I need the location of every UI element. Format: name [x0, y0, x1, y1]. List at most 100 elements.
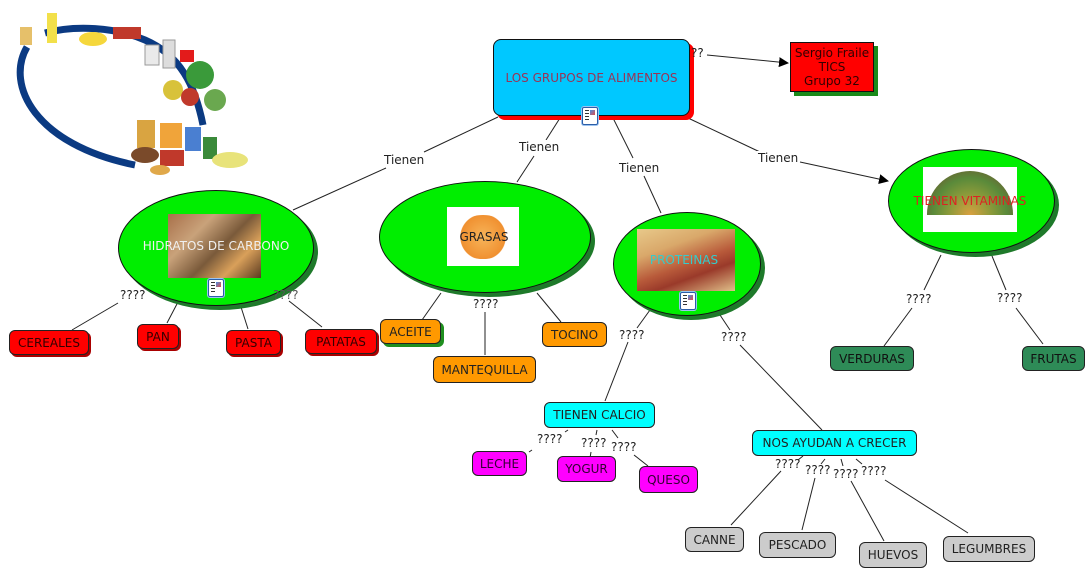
connector-line	[855, 458, 863, 465]
link-root-hidratos-a	[423, 116, 499, 153]
link-label-unknown: ????	[833, 467, 859, 481]
food-item	[212, 152, 248, 168]
link-label-unknown: ????	[805, 463, 831, 477]
connector-line	[528, 449, 533, 453]
concept-vitaminas-label: TIENEN VITAMINAS	[913, 194, 1027, 208]
item-canne[interactable]: CANNE	[685, 527, 744, 552]
item-pasta[interactable]: PASTA	[226, 330, 281, 355]
connector-line	[717, 311, 731, 331]
connector-line	[923, 254, 942, 291]
link-label-tienen: Tienen	[518, 140, 561, 154]
subconcept-calcio[interactable]: TIENEN CALCIO	[544, 402, 655, 428]
connector-line	[850, 480, 885, 542]
food-item	[47, 13, 57, 43]
connector-line	[595, 429, 598, 436]
food-item	[160, 123, 182, 148]
food-item	[113, 27, 141, 39]
connector-line	[801, 477, 816, 531]
connector-line	[604, 341, 629, 402]
vitamins-image	[923, 167, 1017, 232]
food-item	[186, 61, 214, 89]
link-label-unknown: ????	[120, 288, 146, 302]
carbs-image	[168, 214, 261, 278]
fats-image	[447, 207, 519, 266]
link-root-grasas-b	[516, 155, 535, 183]
connector-line	[633, 454, 649, 467]
food-item	[20, 27, 32, 45]
connector-line	[564, 429, 569, 433]
fats-splash	[453, 215, 513, 259]
author-group: Grupo 32	[804, 74, 860, 88]
food-pyramid-illustration	[16, 13, 248, 175]
proteins-image	[637, 229, 735, 291]
resource-icon[interactable]	[208, 279, 224, 297]
food-item	[203, 137, 217, 159]
item-aceite[interactable]: ACEITE	[380, 319, 441, 344]
resource-icon[interactable]	[680, 292, 696, 310]
connector-line	[71, 302, 119, 331]
food-item	[137, 120, 155, 148]
author-box[interactable]: Sergio Fraile TICS Grupo 32	[790, 42, 874, 92]
subconcept-crecer[interactable]: NOS AYUDAN A CRECER	[752, 430, 917, 456]
author-subject: TICS	[818, 60, 846, 74]
link-label-unknown: ????	[721, 330, 747, 344]
link-label-unknown: ????	[906, 292, 932, 306]
food-item	[144, 44, 160, 66]
link-label-unknown: ????	[537, 432, 563, 446]
item-mantequilla[interactable]: MANTEQUILLA	[433, 356, 536, 383]
concept-hidratos-label: HIDRATOS DE CARBONO	[142, 239, 290, 253]
connector-line	[840, 458, 844, 467]
connector-line	[240, 306, 249, 330]
concept-grasas-label: GRASAS	[459, 230, 509, 244]
connector-line	[288, 300, 323, 328]
vitamins-bowl	[927, 171, 1013, 215]
item-frutas[interactable]: FRUTAS	[1022, 346, 1085, 371]
connector-line	[166, 301, 179, 324]
root-node[interactable]: LOS GRUPOS DE ALIMENTOS	[493, 39, 690, 116]
food-item	[150, 165, 170, 175]
connector-line	[883, 307, 913, 347]
concept-proteinas-label: PROTEINAS	[649, 253, 719, 267]
link-root-proteinas-b	[643, 175, 662, 214]
connector-line	[636, 309, 651, 329]
item-legumbres[interactable]: LEGUMBRES	[943, 536, 1035, 562]
author-link-label: ??	[691, 46, 704, 60]
connector-line	[739, 344, 823, 431]
link-root-hidratos-b	[292, 167, 387, 211]
link-label-unknown: ????	[473, 297, 499, 311]
link-root-author	[706, 54, 789, 68]
item-leche[interactable]: LECHE	[472, 451, 527, 476]
link-label-unknown: ????	[581, 436, 607, 450]
link-label-unknown: ????	[775, 457, 801, 471]
link-root-vitaminas-a	[687, 117, 761, 153]
food-item	[180, 50, 194, 62]
link-root-proteinas-a	[612, 117, 634, 159]
connector-line	[730, 470, 782, 526]
item-pescado[interactable]: PESCADO	[759, 532, 836, 558]
food-item	[162, 39, 176, 69]
item-huevos[interactable]: HUEVOS	[859, 542, 927, 568]
item-verduras[interactable]: VERDURAS	[830, 346, 914, 371]
food-item	[79, 32, 107, 46]
item-yogur[interactable]: YOGUR	[557, 456, 616, 482]
connector-line	[1015, 307, 1044, 345]
link-label-tienen: Tienen	[757, 151, 800, 165]
food-item	[185, 127, 201, 151]
item-pan[interactable]: PAN	[137, 324, 179, 349]
link-label-unknown: ????	[997, 291, 1023, 305]
item-cereales[interactable]: CEREALES	[9, 330, 89, 355]
food-item	[204, 89, 226, 111]
item-queso[interactable]: QUESO	[639, 466, 698, 493]
link-label-tienen: Tienen	[383, 153, 426, 167]
link-label-tienen: Tienen	[618, 161, 661, 175]
connector-line	[611, 429, 619, 439]
link-root-grasas-a	[545, 117, 561, 141]
author-name: Sergio Fraile	[794, 46, 870, 60]
item-patatas[interactable]: PATATAS	[305, 329, 377, 354]
connector-line	[797, 455, 804, 461]
item-tocino[interactable]: TOCINO	[542, 322, 607, 347]
link-label-unknown: ????	[619, 328, 645, 342]
connector-line	[820, 458, 826, 465]
resource-icon[interactable]	[582, 107, 598, 125]
link-label-unknown: ????	[273, 288, 299, 302]
